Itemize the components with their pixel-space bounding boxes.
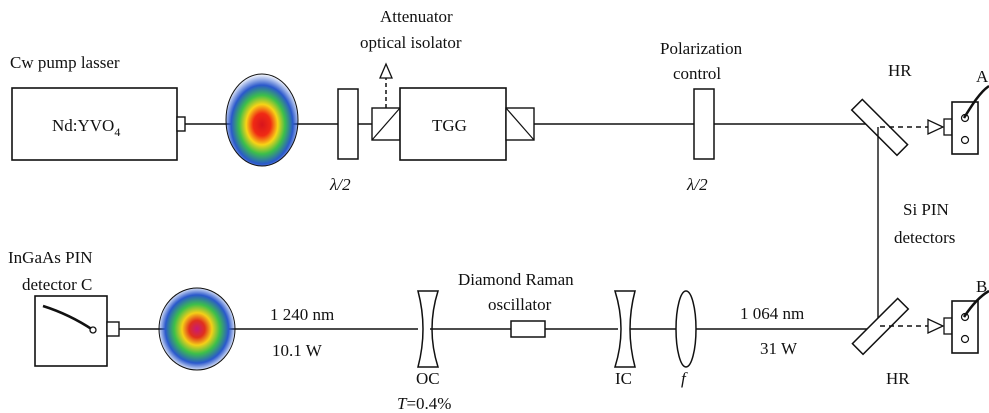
pump-laser-output xyxy=(176,116,186,132)
raman-wavelength: 1 240 nm xyxy=(270,305,334,324)
detector-a-window xyxy=(943,118,953,136)
halfwave-plate-2: Polarization control λ/2 xyxy=(660,39,743,194)
detector-a: A xyxy=(943,67,989,155)
polarizer-cube-2-diagonal xyxy=(505,107,535,141)
rejected-beam-arrow xyxy=(379,62,393,79)
focusing-lens-label: f xyxy=(681,369,688,388)
leak-beam-a-arrow xyxy=(927,118,945,136)
halfwave-plate-1-label: λ/2 xyxy=(329,175,351,194)
pump-beam-profile xyxy=(225,73,299,167)
pump-wavelength: 1 064 nm xyxy=(740,304,804,323)
detector-b-body xyxy=(951,300,979,354)
halfwave-plate-2-label: λ/2 xyxy=(686,175,708,194)
ingaas-detector: InGaAs PIN detector C xyxy=(8,248,120,367)
tgg-label: TGG xyxy=(432,116,467,135)
polarization-label-2: control xyxy=(673,64,721,83)
ingaas-detector-cable xyxy=(42,304,94,332)
leak-beam-b-arrow xyxy=(927,317,945,335)
detector-a-label: A xyxy=(976,67,989,86)
raman-power: 10.1 W xyxy=(272,341,323,360)
hr-bottom-label: HR xyxy=(886,369,910,388)
si-pin-label-2: detectors xyxy=(894,228,955,247)
hr-top-mirror xyxy=(850,98,909,157)
pump-laser-box xyxy=(11,87,178,161)
si-pin-label-1: Si PIN xyxy=(903,200,949,219)
focusing-lens: f xyxy=(675,290,697,388)
input-coupler-mirror xyxy=(613,290,636,368)
output-coupler-mirror xyxy=(417,290,440,368)
detector-b-cable xyxy=(962,289,989,318)
raman-oscillator-label-2: oscillator xyxy=(488,295,552,314)
output-coupler-transmission: T=0.4% xyxy=(397,394,451,413)
halfwave-plate-2-element xyxy=(693,88,715,160)
raman-beam-profile xyxy=(158,287,236,371)
output-coupler-label: OC xyxy=(416,369,440,388)
ingaas-detector-port xyxy=(89,326,97,334)
detector-b-connector xyxy=(960,334,970,344)
polarizer-cube-1-diagonal xyxy=(371,107,401,141)
halfwave-plate-1-element xyxy=(337,88,359,160)
output-coupler: OC T=0.4% xyxy=(397,290,451,413)
ingaas-label-2: detector C xyxy=(22,275,92,294)
pump-power: 31 W xyxy=(760,339,798,358)
ingaas-detector-window xyxy=(106,321,120,337)
optical-isolator: Attenuator optical isolator TGG xyxy=(360,7,535,161)
detector-a-cable xyxy=(962,84,989,119)
pump-title: Cw pump lasser xyxy=(10,53,120,72)
attenuator-label-2: optical isolator xyxy=(360,33,462,52)
detector-b-window xyxy=(943,317,953,335)
pump-laser: Cw pump lasser Nd:YVO4 xyxy=(10,53,186,161)
detector-a-connector xyxy=(960,135,970,145)
hr-mirror-top: HR xyxy=(850,61,912,157)
focusing-lens-element xyxy=(675,290,697,368)
detector-b-label: B xyxy=(976,277,987,296)
input-coupler-label: IC xyxy=(615,369,632,388)
detector-b: B xyxy=(943,277,989,354)
polarization-label-1: Polarization xyxy=(660,39,743,58)
pump-crystal-label: Nd:YVO4 xyxy=(52,116,120,139)
attenuator-label-1: Attenuator xyxy=(380,7,453,26)
hr-top-label: HR xyxy=(888,61,912,80)
tgg-crystal xyxy=(399,87,507,161)
ingaas-label-1: InGaAs PIN xyxy=(8,248,93,267)
halfwave-plate-1: λ/2 xyxy=(329,88,359,194)
raman-oscillator-label-1: Diamond Raman xyxy=(458,270,574,289)
diamond-raman-oscillator: Diamond Raman oscillator xyxy=(458,270,574,338)
diamond-crystal xyxy=(510,320,546,338)
detector-a-body xyxy=(951,101,979,155)
hr-mirror-bottom: HR xyxy=(851,297,910,388)
input-coupler: IC xyxy=(613,290,636,388)
